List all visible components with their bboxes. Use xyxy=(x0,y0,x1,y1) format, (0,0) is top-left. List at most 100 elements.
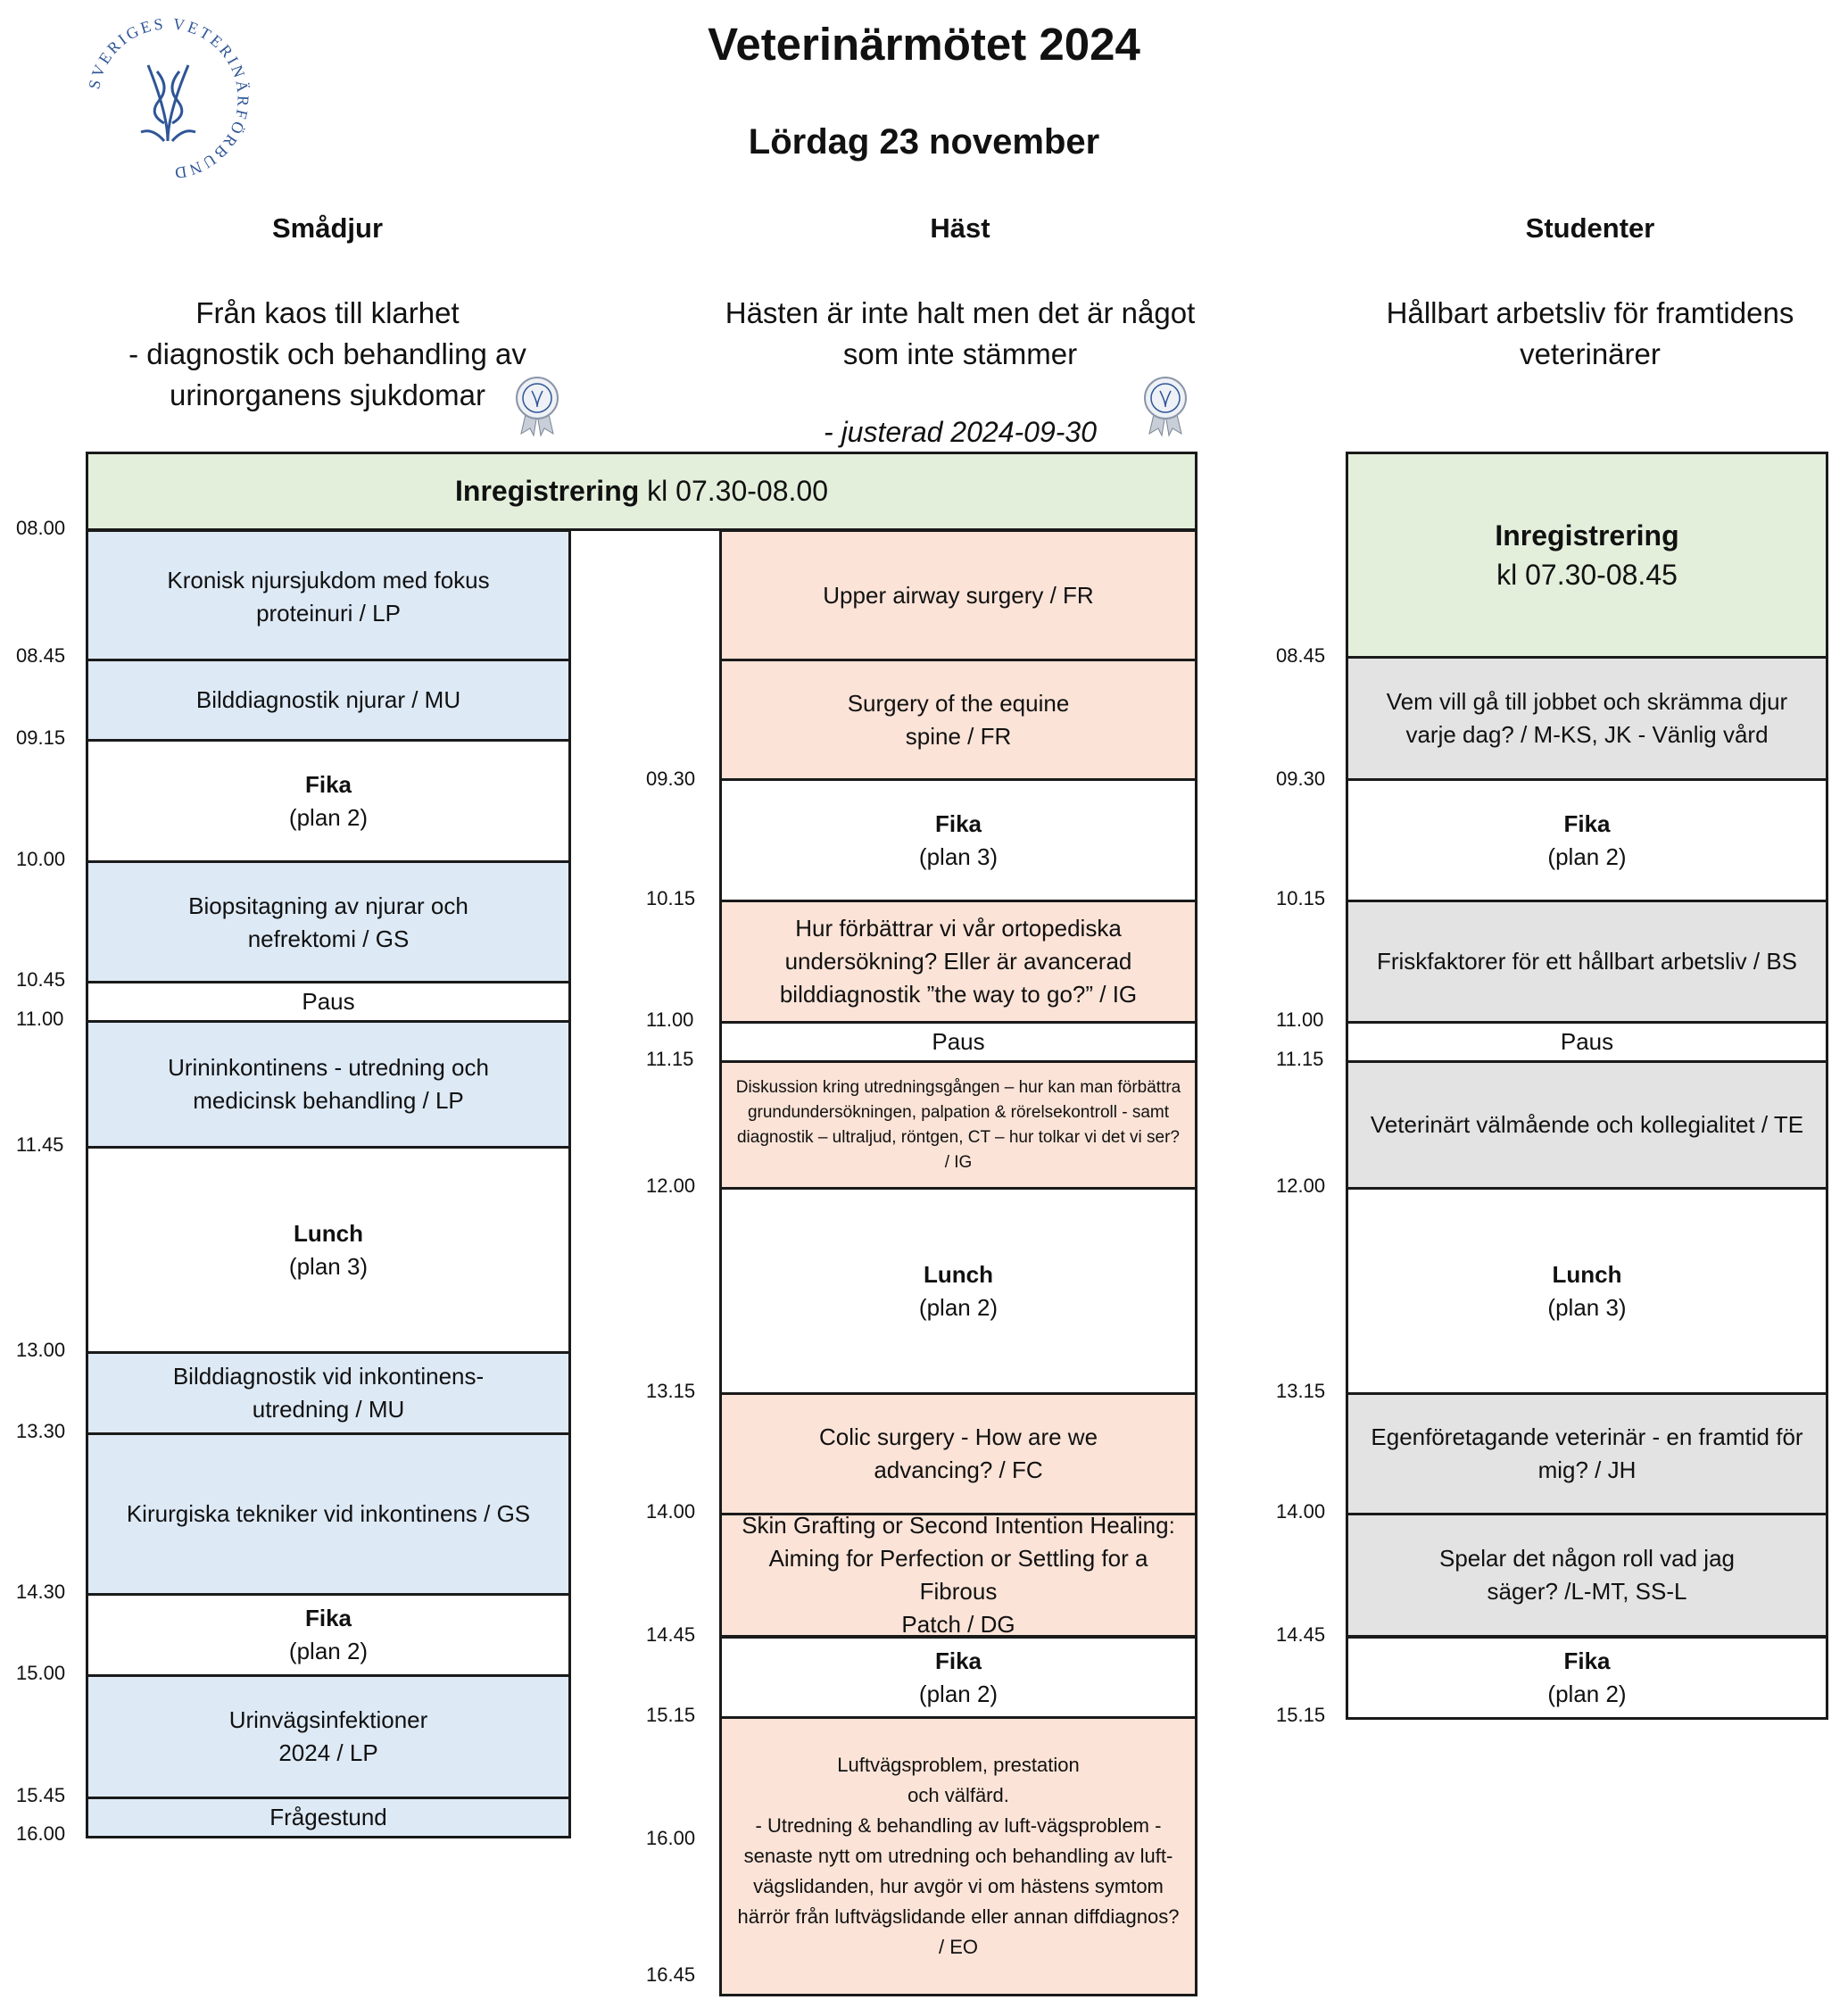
time-label: 11.00 xyxy=(646,1008,694,1031)
time-label: 14.45 xyxy=(646,1623,696,1646)
session-text-line: Colic surgery - How are we xyxy=(818,1423,1098,1450)
session-text-line: Luftvägsproblem, prestation xyxy=(837,1754,1080,1776)
column-subtitle-hast: Hästen är inte halt men det är något som… xyxy=(719,293,1201,375)
veterinarforbund-logo: SVERIGES VETERINÄRFÖRBUND xyxy=(85,14,251,182)
session-text-line: säger? /L-MT, SS-L xyxy=(1487,1578,1687,1605)
session-text-line: Egenföretagande veterinär - en framtid f… xyxy=(1371,1423,1803,1450)
session-text-line: Upper airway surgery / FR xyxy=(823,581,1094,609)
session-text-line: 2024 / LP xyxy=(278,1739,378,1766)
column-heading-studenter: Studenter xyxy=(1525,212,1655,244)
session-text-line: (plan 3) xyxy=(918,842,999,870)
time-label: 15.45 xyxy=(16,1784,66,1806)
session-break-label: Fika xyxy=(304,1605,352,1631)
subtitle-line: veterinärer xyxy=(1520,337,1661,370)
subtitle-line: urinorganens sjukdomar xyxy=(169,378,486,411)
session-text-line: Kronisk njursjukdom med fokus xyxy=(167,566,490,593)
time-label: 14.45 xyxy=(1276,1623,1326,1646)
time-label: 15.15 xyxy=(1276,1704,1326,1726)
session-block: Fika (plan 2) xyxy=(86,739,571,863)
session-text-line: (plan 2) xyxy=(918,1680,999,1707)
session-text-line: Spelar det någon roll vad jag xyxy=(1438,1545,1735,1572)
session-block: Fika(plan 3) xyxy=(719,778,1197,902)
registration-label: Inregistrering xyxy=(1495,519,1679,552)
session-block: Urinvägsinfektioner 2024 / LP xyxy=(86,1674,571,1799)
time-label: 12.00 xyxy=(1276,1174,1326,1197)
session-break-label: Fika xyxy=(304,770,352,798)
session-block: Fika (plan 2) xyxy=(86,1593,571,1677)
subtitle-line: - diagnostik och behandling av xyxy=(128,337,526,370)
session-break-label: Lunch xyxy=(1552,1260,1622,1288)
time-label: 13.30 xyxy=(16,1420,66,1442)
session-text-line: / IG xyxy=(944,1152,973,1172)
session-text-line: Paus xyxy=(302,988,355,1015)
session-block: Biopsitagning av njurar och nefrektomi / … xyxy=(86,860,571,984)
session-text-line: advancing? / FC xyxy=(874,1456,1043,1483)
session-text-line: Diskussion kring utredningsgången – hur … xyxy=(735,1077,1181,1097)
event-date: Lördag 23 november xyxy=(748,122,1100,162)
session-break-label: Fika xyxy=(934,1647,982,1674)
time-label: 14.00 xyxy=(1276,1500,1326,1523)
session-break-label: Lunch xyxy=(294,1219,363,1247)
session-block: Vem vill gå till jobbet och skrämma djur… xyxy=(1346,656,1828,781)
session-text-line: (plan 2) xyxy=(1547,842,1627,870)
session-text-line: Urinvägsinfektioner xyxy=(228,1706,428,1733)
session-text-line: Biopsitagning av njurar och xyxy=(188,892,468,919)
session-text-line: vägslidanden, hur avgör vi om hästens sy… xyxy=(753,1875,1164,1897)
time-label: 15.00 xyxy=(16,1662,66,1684)
time-label: 11.15 xyxy=(646,1048,694,1070)
session-text-line: och välfärd. xyxy=(907,1784,1009,1806)
session-text-line: nefrektomi / GS xyxy=(247,925,410,952)
time-label: 09.30 xyxy=(646,768,696,790)
session-text-line: proteinuri / LP xyxy=(256,599,401,627)
session-text-line: (plan 3) xyxy=(288,1252,369,1280)
registration-label: Inregistrering xyxy=(455,475,640,507)
time-label: 10.15 xyxy=(646,887,696,909)
session-block: Kronisk njursjukdom med fokus proteinuri … xyxy=(86,529,571,664)
time-label: 11.45 xyxy=(16,1133,64,1156)
time-label: 15.15 xyxy=(646,1704,696,1726)
session-text-line: Skin Grafting or Second Intention Healin… xyxy=(742,1512,1175,1539)
session-block: Bilddiagnostik vid inkontinens-utredning… xyxy=(86,1351,571,1435)
session-text-line: - Utredning & behandling av luft-vägspro… xyxy=(755,1814,1162,1837)
session-block: Frågestund xyxy=(86,1797,571,1838)
session-text-line: grundundersökningen, palpation & rörelse… xyxy=(747,1102,1170,1122)
session-text-line: Paus xyxy=(932,1028,985,1055)
session-block: Fika(plan 2) xyxy=(1346,1636,1828,1720)
session-block: Colic surgery - How are we advancing? / F… xyxy=(719,1392,1197,1515)
column-subtitle-smadjur: Från kaos till klarhet - diagnostik och … xyxy=(87,293,568,416)
session-text-line: Veterinärt välmående och kollegialitet /… xyxy=(1370,1111,1804,1138)
subtitle-line: Hästen är inte halt men det är något xyxy=(725,296,1196,329)
time-label: 16.45 xyxy=(646,1963,696,1986)
time-label: 11.00 xyxy=(1276,1008,1324,1031)
session-block: Bilddiagnostik njurar / MU xyxy=(86,659,571,742)
session-text-line: Surgery of the equine xyxy=(847,689,1070,717)
subtitle-line: Hållbart arbetsliv för framtidens xyxy=(1386,296,1794,329)
session-text-line: senaste nytt om utredning och behandling… xyxy=(743,1845,1173,1867)
session-text-line: (plan 2) xyxy=(1547,1680,1627,1707)
session-text-line: varje dag? / M-KS, JK - Vänlig vård xyxy=(1405,721,1769,748)
time-label: 08.45 xyxy=(16,644,66,667)
page-title: Veterinärmötet 2024 xyxy=(708,19,1140,70)
session-block: Lunch (plan 3) xyxy=(86,1146,571,1354)
time-label: 08.00 xyxy=(16,517,66,539)
time-label: 12.00 xyxy=(646,1174,696,1197)
session-text-line: (plan 2) xyxy=(288,1638,369,1664)
session-text-line: härrör från luftvägslidande eller annan … xyxy=(737,1905,1180,1928)
session-block: Veterinärt välmående och kollegialitet /… xyxy=(1346,1060,1828,1190)
subtitle-line: som inte stämmer xyxy=(842,337,1078,370)
award-badge-icon xyxy=(512,375,562,437)
session-text-line: Aiming for Perfection or Settling for a … xyxy=(768,1545,1148,1605)
session-block: Paus xyxy=(1346,1021,1828,1063)
session-break-label: Fika xyxy=(1563,809,1611,837)
time-label: 08.45 xyxy=(1276,644,1326,667)
time-label: 10.45 xyxy=(16,968,66,991)
registration-time: kl 07.30-08.00 xyxy=(639,475,828,507)
session-text-line: spine / FR xyxy=(905,722,1012,750)
session-text-line: (plan 2) xyxy=(288,803,369,831)
registration-banner-studenter: Inregistrering kl 07.30-08.45 xyxy=(1346,452,1828,659)
session-text-line: undersökning? Eller är avancerad xyxy=(784,948,1132,975)
column-subtitle-studenter: Hållbart arbetsliv för framtidens veteri… xyxy=(1349,293,1831,375)
session-text-line: (plan 3) xyxy=(1547,1293,1627,1321)
